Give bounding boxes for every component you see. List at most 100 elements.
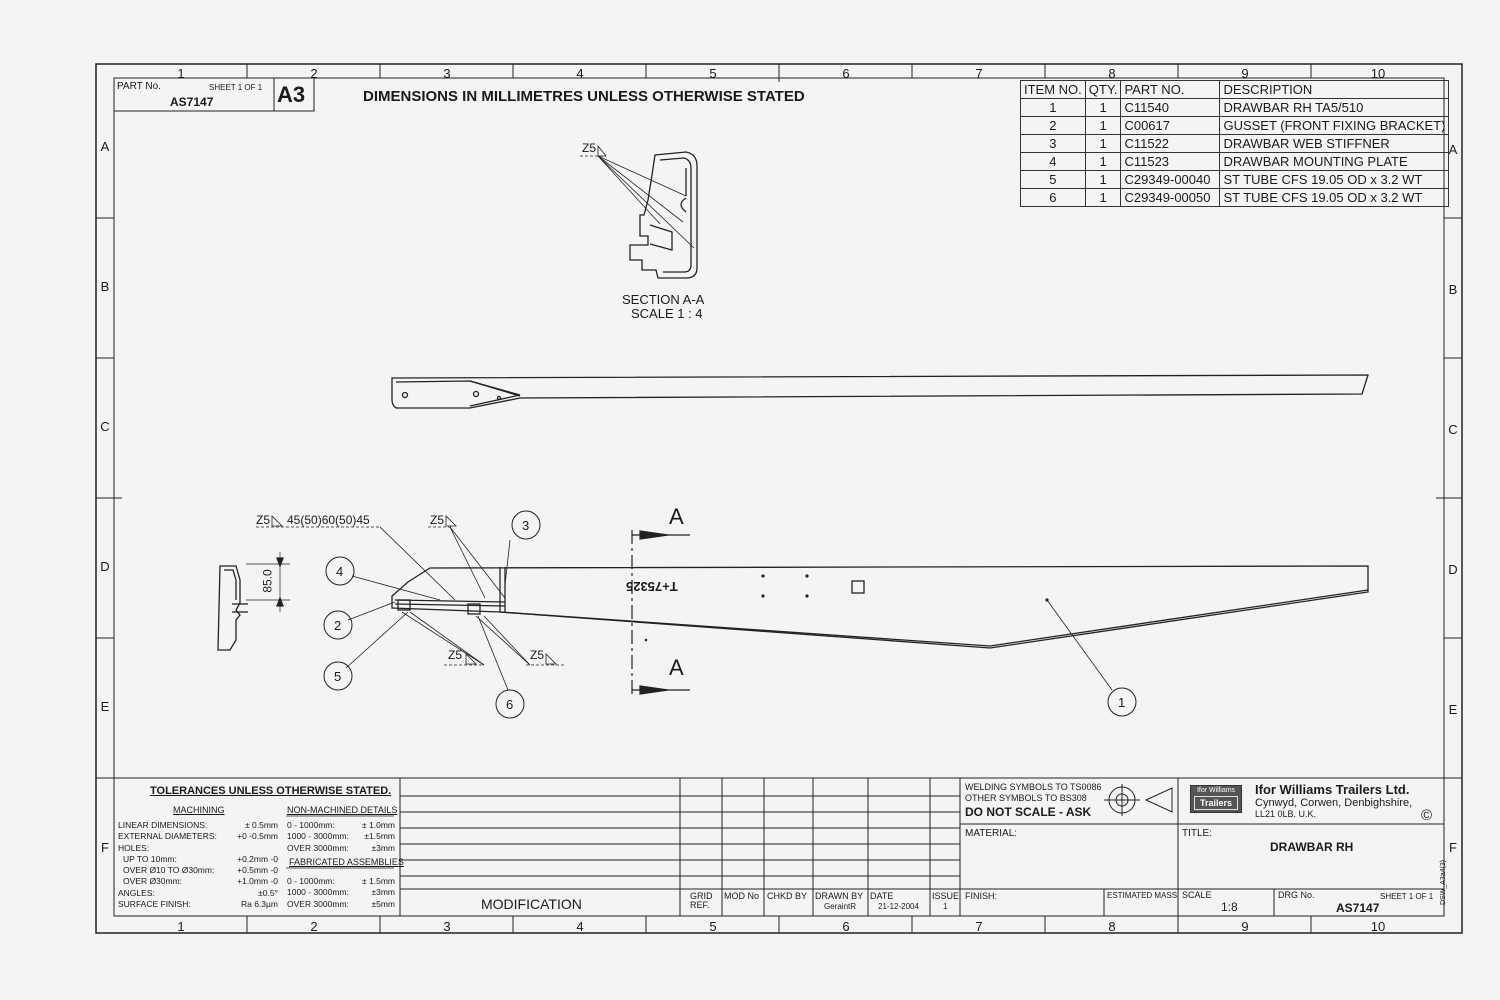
table-row: 6 1 C29349-00050 ST TUBE CFS 19.05 OD x … <box>1020 188 1450 207</box>
drg-no-value: AS7147 <box>1336 901 1380 915</box>
row-label: B <box>100 279 110 294</box>
main-view-leaders <box>256 526 1113 691</box>
col-label: 1 <box>177 66 185 81</box>
do-not-scale: DO NOT SCALE - ASK <box>965 805 1092 819</box>
modification-label: MODIFICATION <box>481 896 582 912</box>
welding-standard: WELDING SYMBOLS TO TS0086 <box>965 782 1102 792</box>
col-label: 5 <box>709 66 717 81</box>
section-a-a <box>629 151 698 279</box>
balloon-label: 6 <box>506 697 514 712</box>
tolerance-line: OVER Ø30mm:+1.0mm -0 <box>123 876 278 887</box>
section-title: SECTION A-A <box>622 292 705 307</box>
bom-cell: DRAWBAR MOUNTING PLATE <box>1219 152 1450 171</box>
scale-label: SCALE <box>1182 890 1212 900</box>
balloon-label: 3 <box>522 518 530 533</box>
balloon-1 <box>1107 687 1137 717</box>
company-address-2: LL21 0LB. U.K. <box>1255 809 1317 819</box>
weld-symbols <box>271 144 607 665</box>
col-label: 6 <box>842 919 850 934</box>
row-label: C <box>100 419 110 434</box>
date-value: 21-12-2004 <box>878 902 919 911</box>
bom-header: DESCRIPTION <box>1219 80 1450 99</box>
table-row: 4 1 C11523 DRAWBAR MOUNTING PLATE <box>1020 152 1450 171</box>
chkd-by-label: CHKD BY <box>767 891 808 901</box>
top-zone-ticks <box>246 64 1312 82</box>
bom-cell: C00617 <box>1120 116 1221 135</box>
weld-top-label: Z5 <box>430 513 445 527</box>
balloon-5 <box>323 661 353 691</box>
tolerance-line: UP TO 10mm:+0.2mm -0 <box>123 853 278 864</box>
drg-no-label: DRG No. <box>1278 890 1315 900</box>
row-label: C <box>1448 422 1458 437</box>
section-scale: SCALE 1 : 4 <box>631 306 703 321</box>
balloon-label: 1 <box>1118 695 1126 710</box>
drawn-by-value: GeraintR <box>824 902 857 911</box>
col-label: 7 <box>975 919 983 934</box>
bom-cell: ST TUBE CFS 19.05 OD x 3.2 WT <box>1219 188 1450 207</box>
col-label: 4 <box>576 919 584 934</box>
main-view <box>391 565 1369 649</box>
date-label: DATE <box>870 891 894 901</box>
issue-value: 1 <box>943 902 948 911</box>
bom-cell: 1 <box>1020 98 1086 117</box>
material-label: MATERIAL: <box>965 828 1018 839</box>
issue-label: ISSUE <box>932 891 960 901</box>
tolerance-line: 1000 - 3000mm:±1.5mm <box>287 831 395 842</box>
bom-cell: DRAWBAR WEB STIFFNER <box>1219 134 1450 153</box>
row-label: D <box>100 559 110 574</box>
sheet-size: A3 <box>277 82 306 107</box>
section-mark-top: A <box>669 504 684 529</box>
company-name: Ifor Williams Trailers Ltd. <box>1255 782 1410 797</box>
bom-cell: C11523 <box>1120 152 1221 171</box>
table-row: 2 1 C00617 GUSSET (FRONT FIXING BRACKET) <box>1020 116 1450 135</box>
part-no-value: AS7147 <box>170 95 214 109</box>
copyright-mark: © <box>1421 807 1433 824</box>
row-label: B <box>1448 282 1458 297</box>
dimensions-note: DIMENSIONS IN MILLIMETRES UNLESS OTHERWI… <box>363 88 805 105</box>
row-label: E <box>100 699 110 714</box>
bom-header: PART NO. <box>1120 80 1221 99</box>
bom-cell: C29349-00050 <box>1120 188 1221 207</box>
title-block-lines <box>98 777 1444 916</box>
balloon-label: 5 <box>334 669 342 684</box>
bom-cell: 1 <box>1084 152 1122 171</box>
tolerance-line: EXTERNAL DIAMETERS:+0 -0.5mm <box>118 831 278 842</box>
bom-cell: 1 <box>1084 188 1122 207</box>
bom-cell: C11522 <box>1120 134 1221 153</box>
dimension-label: 85.0 <box>260 569 275 593</box>
weld-bottom-left-label: Z5 <box>448 648 463 662</box>
col-label: 9 <box>1241 66 1249 81</box>
section-weld-label: Z5 <box>582 141 597 155</box>
table-row: 3 1 C11522 DRAWBAR WEB STIFFNER <box>1020 134 1450 153</box>
projection-symbol <box>1104 784 1173 816</box>
bill-of-materials: ITEM NO. QTY. PART NO. DESCRIPTION 1 1 C… <box>1020 80 1450 207</box>
balloon-4 <box>325 556 355 586</box>
bom-cell: 1 <box>1084 98 1122 117</box>
drg-sheet-label: SHEET 1 OF 1 <box>1380 892 1434 901</box>
section-leaders <box>580 155 695 249</box>
grid-ref-label: GRID REF. <box>690 891 713 910</box>
tolerance-line: 0 - 1000mm:± 1.5mm <box>287 876 395 886</box>
balloon-label: 2 <box>334 618 342 633</box>
section-mark-bottom: A <box>669 655 684 680</box>
company-logo: Ifor Williams Trailers <box>1190 785 1242 813</box>
bom-cell: 5 <box>1020 170 1086 189</box>
col-label: 3 <box>443 919 451 934</box>
company-address-1: Cynwyd, Corwen, Denbighshire, <box>1255 797 1413 809</box>
tolerances-title: TOLERANCES UNLESS OTHERWISE STATED. <box>150 785 392 797</box>
weld-bottom-right-label: Z5 <box>530 648 545 662</box>
bom-cell: 3 <box>1020 134 1086 153</box>
title-label: TITLE: <box>1182 828 1213 839</box>
col-label: 5 <box>709 919 717 934</box>
size-box <box>273 77 315 112</box>
tolerance-line: HOLES: <box>118 842 150 853</box>
drawn-by-label: DRAWN BY <box>815 891 864 901</box>
logo-bottom: Trailers <box>1194 796 1238 810</box>
end-view <box>217 552 290 651</box>
bom-cell: 6 <box>1020 188 1086 207</box>
col-label: 10 <box>1370 919 1386 934</box>
sheet-label: SHEET 1 OF 1 <box>209 83 263 92</box>
symbols-standard: OTHER SYMBOLS TO BS308 <box>965 793 1087 803</box>
tolerance-line: OVER 3000mm:±5mm <box>287 898 395 909</box>
